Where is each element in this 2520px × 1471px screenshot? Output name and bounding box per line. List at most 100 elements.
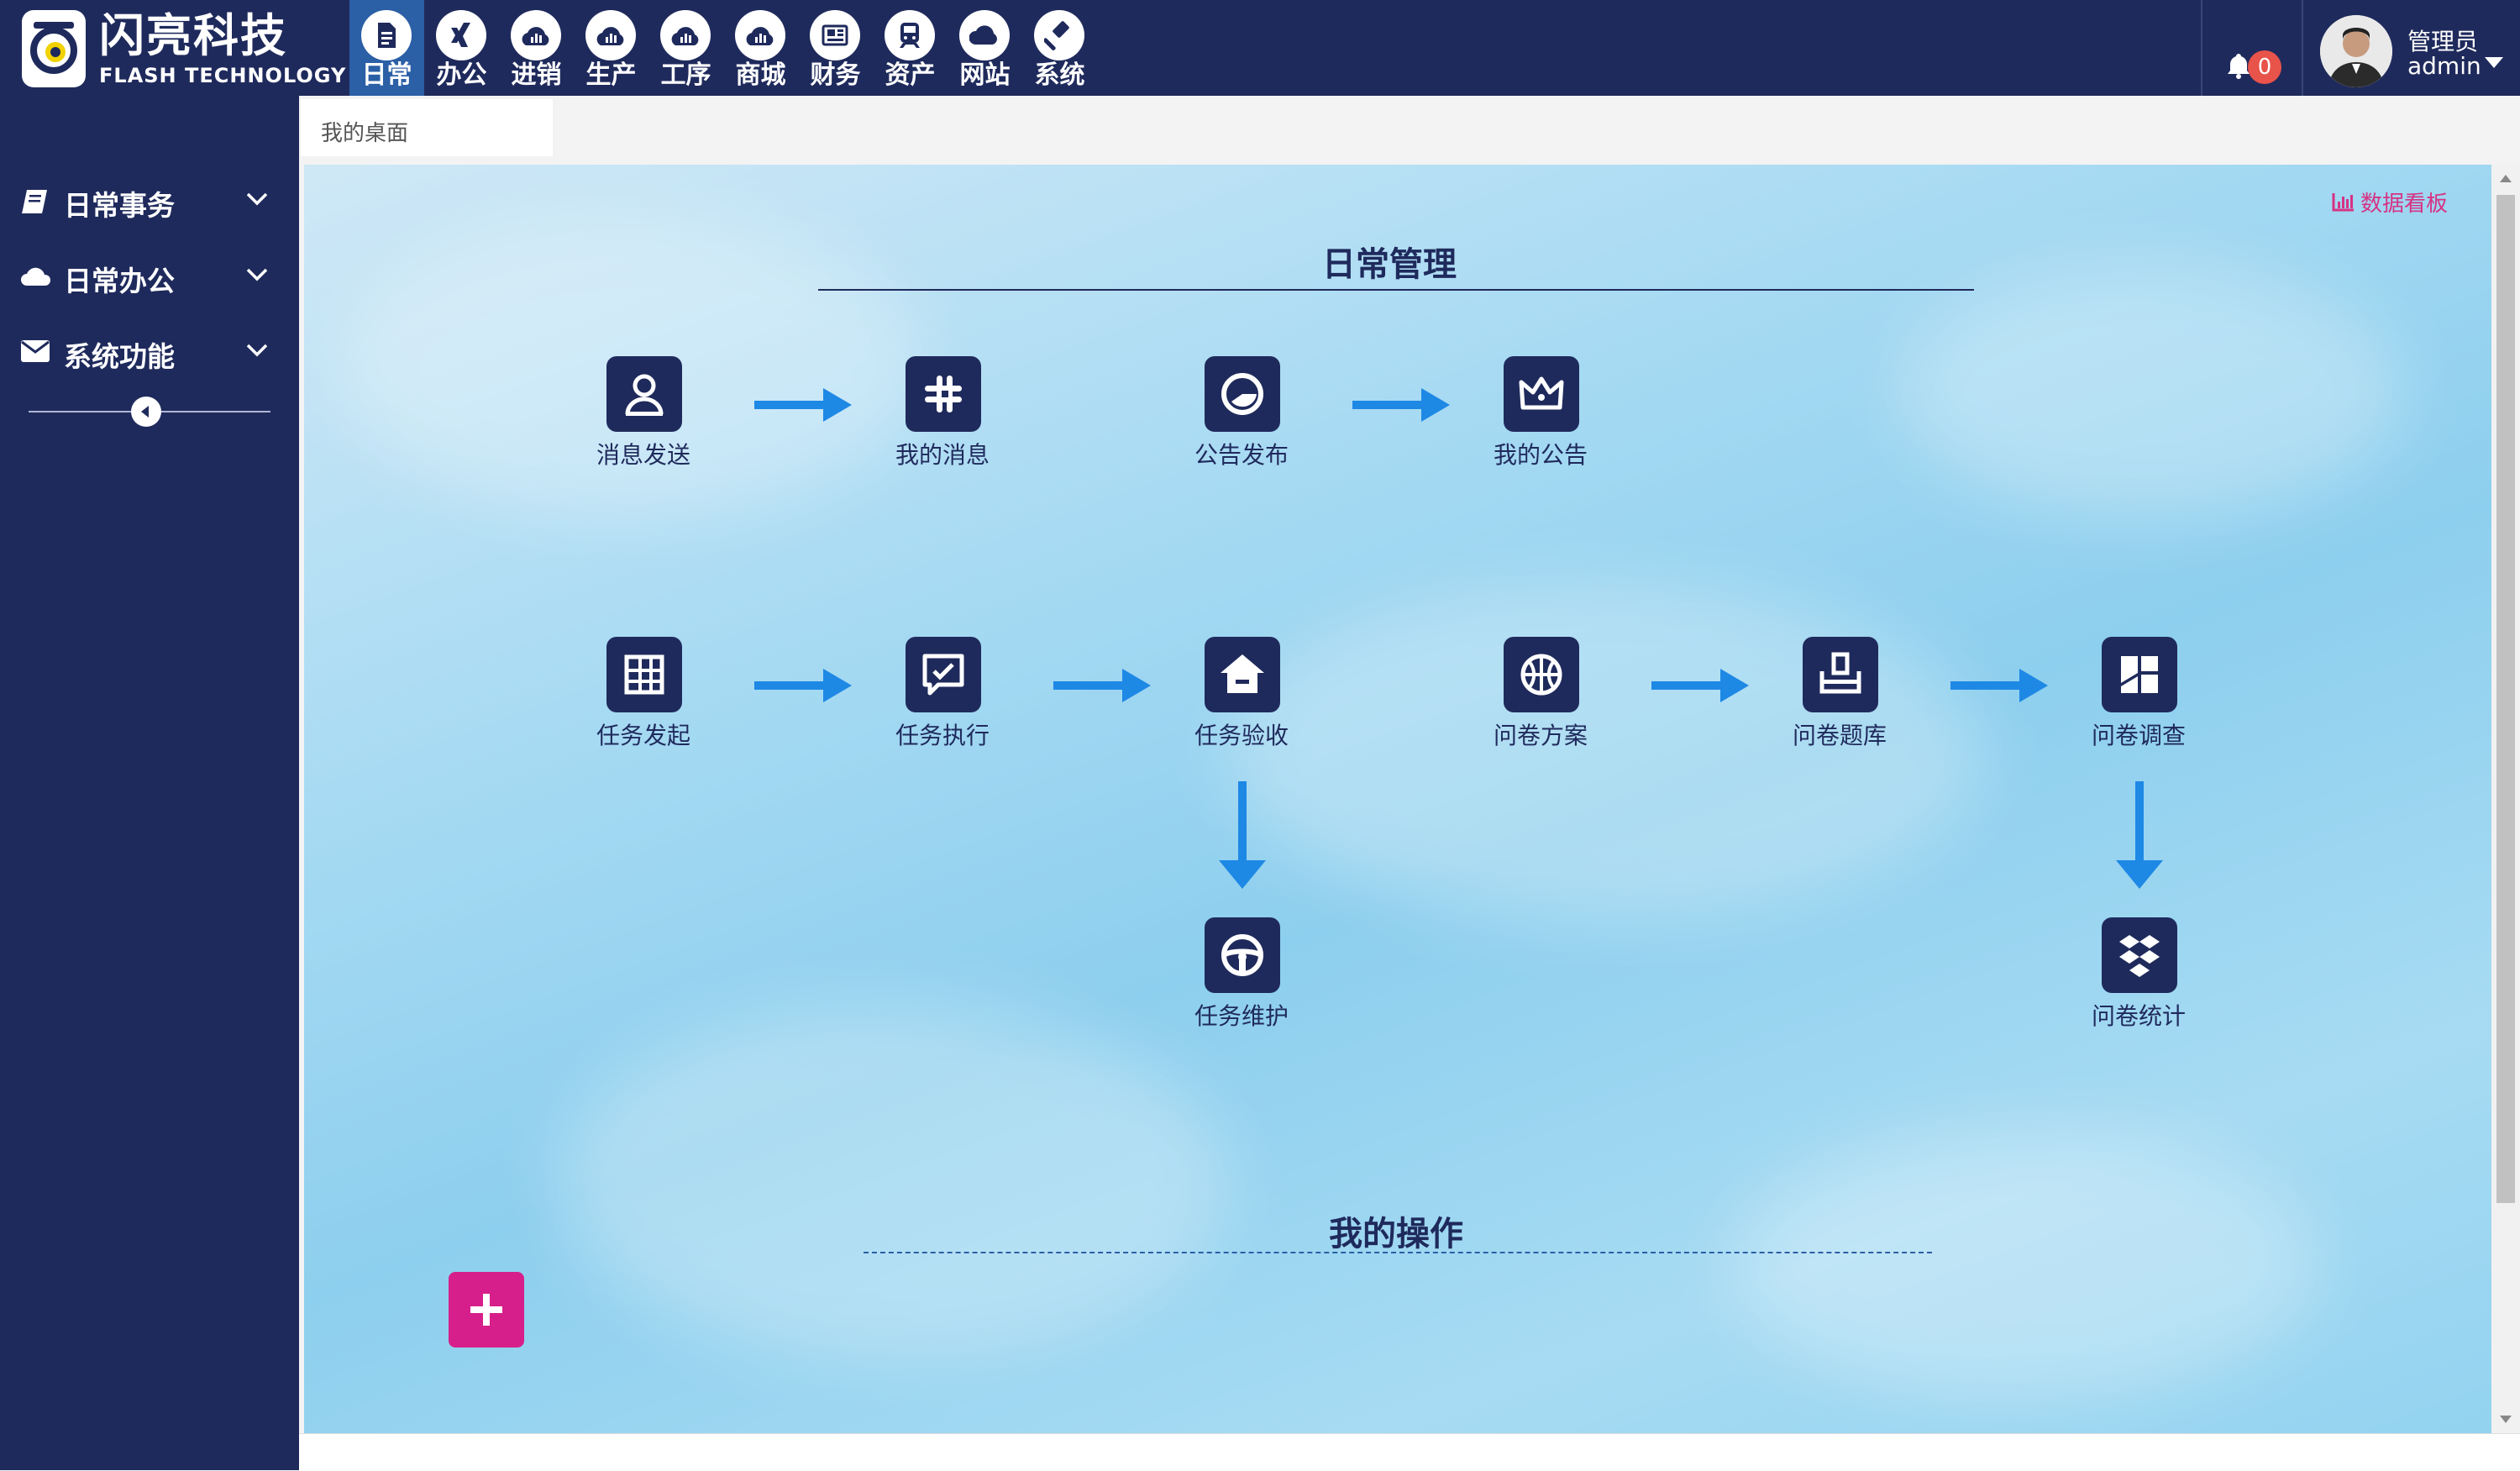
sidebar-item-daily-office[interactable]: 日常办公: [0, 244, 299, 311]
background-cloud: [1900, 265, 2404, 517]
steering-wheel-icon: [1205, 917, 1280, 993]
user-name: admin: [2407, 52, 2481, 80]
arrow-right-icon: [1053, 669, 1151, 702]
background-cloud: [1732, 1131, 2320, 1400]
table-icon: [606, 637, 682, 712]
module-label: 工序: [660, 60, 711, 90]
dropbox-icon: [2102, 917, 2177, 993]
scroll-up-icon[interactable]: [2500, 175, 2512, 182]
module-label: 生产: [585, 60, 637, 90]
user-icon: [606, 356, 682, 432]
module-label: 商城: [735, 60, 786, 90]
arrow-right-icon: [1651, 669, 1749, 702]
document-icon: [361, 10, 412, 60]
module-tab-mall[interactable]: 商城: [723, 0, 798, 96]
node-label: 任务维护: [1194, 1002, 1289, 1030]
module-label: 财务: [810, 60, 861, 90]
sidebar-item-label: 日常办公: [64, 265, 175, 297]
section-title-my-operations: 我的操作: [1329, 1215, 1463, 1253]
arrow-right-icon: [754, 669, 852, 702]
main-scrollbar[interactable]: [2491, 165, 2520, 1433]
module-label: 日常: [361, 60, 412, 90]
train-icon: [885, 10, 935, 60]
scroll-down-icon[interactable]: [2500, 1416, 2512, 1423]
node-task-acceptance[interactable]: 任务验收: [1168, 637, 1315, 754]
bar-chart-icon: [2332, 193, 2354, 212]
inbox-icon: [1803, 637, 1878, 712]
caret-down-icon: [2485, 57, 2503, 68]
notification-button[interactable]: 0: [2201, 0, 2302, 96]
arrow-down-icon: [1219, 781, 1266, 889]
node-task-execute[interactable]: 任务执行: [869, 637, 1016, 754]
brand-name-cn: 闪亮科技: [99, 9, 287, 62]
chart-cloud-icon: [585, 10, 636, 60]
module-tab-sales[interactable]: 进销: [499, 0, 574, 96]
gavel-icon: [1034, 10, 1084, 60]
module-tab-daily[interactable]: 日常: [349, 0, 424, 96]
module-tab-finance[interactable]: 财务: [798, 0, 873, 96]
home-icon: [1205, 637, 1280, 712]
main-content: 数据看板 日常管理 消息发送 我的消息 公告发布 我的公告 任务发起: [304, 165, 2491, 1433]
module-tab-website[interactable]: 网站: [948, 0, 1022, 96]
sidebar: 日常事务 日常办公 系统功能: [0, 96, 299, 1470]
module-tab-system[interactable]: 系统: [1022, 0, 1097, 96]
module-tab-assets[interactable]: 资产: [873, 0, 948, 96]
sidebar-item-label: 日常事务: [64, 189, 175, 222]
node-label: 公告发布: [1194, 441, 1289, 469]
arrow-right-icon: [1352, 388, 1450, 422]
slack-icon: [906, 356, 981, 432]
node-survey-stats[interactable]: 问卷统计: [2065, 917, 2213, 1035]
crown-icon: [1504, 356, 1579, 432]
chevron-down-icon: [246, 192, 268, 206]
data-dashboard-link[interactable]: 数据看板: [2332, 187, 2448, 218]
node-message-send[interactable]: 消息发送: [570, 356, 717, 474]
node-survey-bank[interactable]: 问卷题库: [1766, 637, 1914, 754]
node-label: 我的消息: [895, 441, 990, 469]
background-cloud: [556, 1005, 1228, 1358]
node-task-maintenance[interactable]: 任务维护: [1168, 917, 1315, 1035]
node-label: 问卷题库: [1792, 722, 1887, 749]
module-tab-process[interactable]: 工序: [648, 0, 723, 96]
cloud-icon: [959, 10, 1010, 60]
node-my-messages[interactable]: 我的消息: [869, 356, 1016, 474]
add-operation-button[interactable]: [449, 1272, 524, 1348]
node-my-notices[interactable]: 我的公告: [1467, 356, 1614, 474]
user-menu[interactable]: 管理员 admin: [2302, 0, 2520, 96]
module-label: 办公: [436, 60, 487, 90]
arrow-right-icon: [1950, 669, 2048, 702]
gatsby-icon: [1205, 356, 1280, 432]
node-survey-run[interactable]: 问卷调查: [2065, 637, 2213, 754]
layout-icon: [2102, 637, 2177, 712]
arrow-down-icon: [2116, 781, 2163, 889]
node-label: 任务发起: [596, 722, 690, 749]
module-tab-production[interactable]: 生产: [574, 0, 648, 96]
node-notice-publish[interactable]: 公告发布: [1168, 356, 1315, 474]
cloud-icon: [21, 267, 51, 286]
module-tab-office[interactable]: 办公: [424, 0, 499, 96]
module-nav: 日常 办公 进销 生产 工序: [349, 0, 1097, 96]
module-label: 网站: [959, 60, 1011, 90]
basketball-icon: [1504, 637, 1579, 712]
arrow-right-icon: [754, 388, 852, 422]
section-divider: [864, 1252, 1932, 1253]
node-task-start[interactable]: 任务发起: [570, 637, 717, 754]
chevron-down-icon: [246, 268, 268, 281]
node-survey-plan[interactable]: 问卷方案: [1467, 637, 1614, 754]
sidebar-collapse-button[interactable]: [131, 397, 161, 427]
brand-logo[interactable]: 闪亮科技 FLASH TECHNOLOGY: [22, 8, 345, 89]
node-label: 我的公告: [1493, 441, 1588, 469]
chart-cloud-icon: [735, 10, 785, 60]
sidebar-item-system-functions[interactable]: 系统功能: [0, 319, 299, 386]
tab-my-desktop[interactable]: 我的桌面: [301, 99, 553, 156]
scrollbar-thumb[interactable]: [2496, 195, 2515, 1203]
node-label: 问卷统计: [2091, 1002, 2186, 1030]
node-label: 消息发送: [596, 441, 690, 469]
bottom-strip: [299, 1433, 2520, 1471]
avatar: [2320, 15, 2392, 87]
chevron-down-icon: [246, 344, 268, 357]
message-check-icon: [906, 637, 981, 712]
sidebar-item-daily-affairs[interactable]: 日常事务: [0, 168, 299, 235]
top-bar: 闪亮科技 FLASH TECHNOLOGY 日常 办公 进销 生产: [0, 0, 2520, 96]
notification-badge: 0: [2248, 50, 2281, 84]
module-label: 资产: [885, 60, 936, 90]
